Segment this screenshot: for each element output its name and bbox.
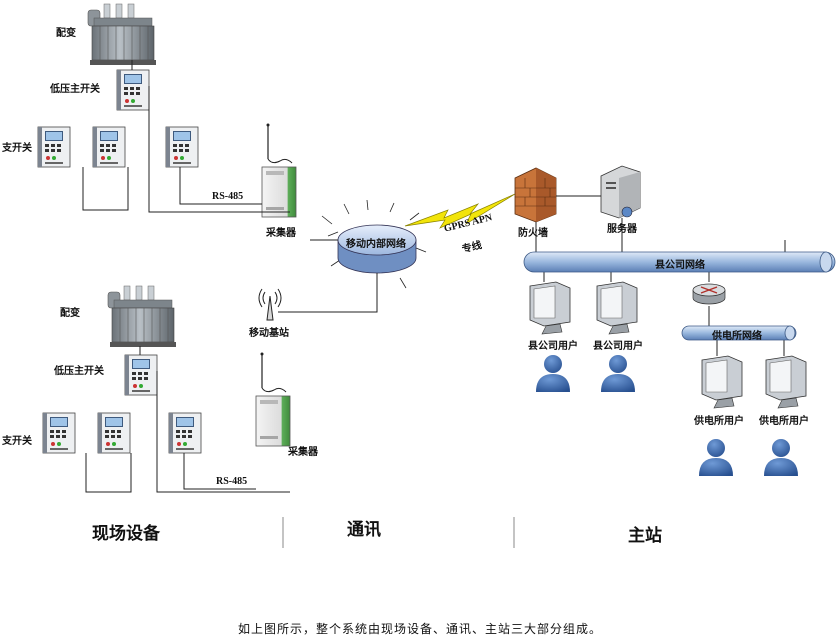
county-network-bus	[523, 251, 836, 273]
top-transformer-label: 配变	[56, 28, 76, 39]
county-user-monitor-1	[529, 281, 571, 335]
supply-user-icon-2	[764, 439, 798, 476]
top-rs485-label: RS-485	[212, 191, 244, 202]
supply-user-monitor-1	[701, 355, 743, 409]
firewall-icon	[514, 167, 557, 223]
supply-network-label: 供电所网络	[712, 331, 762, 342]
supply-user-monitor-2	[765, 355, 807, 409]
supply-user-label-2: 供电所用户	[759, 416, 809, 427]
bottom-collector	[255, 351, 291, 447]
top-branch-switch-2	[92, 126, 126, 168]
supply-network-bus	[681, 325, 797, 341]
mobile-network-label: 移动内部网络	[346, 239, 406, 250]
county-user-monitor-2	[596, 281, 638, 335]
master-wiring	[535, 195, 786, 356]
firewall-label: 防火墙	[518, 228, 548, 239]
bottom-collector-label: 采集器	[288, 447, 318, 458]
bottom-rs485-label: RS-485	[216, 476, 248, 487]
figure-caption: 如上图所示，整个系统由现场设备、通讯、主站三大部分组成。	[237, 622, 602, 636]
bottom-branch-switch-2	[97, 412, 131, 454]
section-field-devices: 现场设备	[92, 524, 160, 544]
top-transformer	[87, 3, 157, 66]
base-station-icon	[258, 288, 282, 321]
bottom-main-switch	[124, 354, 158, 396]
top-collector-label: 采集器	[266, 228, 296, 239]
comm-wiring	[278, 239, 378, 313]
server-icon	[600, 165, 641, 219]
bottom-branch-switch-label: 支开关	[2, 436, 32, 447]
top-main-switch	[116, 69, 150, 111]
supply-user-label-1: 供电所用户	[694, 416, 744, 427]
top-collector	[261, 122, 297, 218]
section-communication: 通讯	[347, 520, 381, 540]
county-user-icon-1	[536, 355, 570, 392]
server-label: 服务器	[607, 224, 637, 235]
router-icon	[692, 283, 726, 305]
county-user-icon-2	[601, 355, 635, 392]
top-branch-switch-3	[165, 126, 199, 168]
section-master-station: 主站	[628, 526, 662, 546]
bottom-transformer-label: 配变	[60, 308, 80, 319]
top-main-switch-label: 低压主开关	[50, 84, 100, 95]
bottom-transformer	[107, 285, 177, 348]
bottom-wiring	[85, 346, 290, 493]
bottom-branch-switch-3	[168, 412, 202, 454]
top-branch-switch-label: 支开关	[2, 143, 32, 154]
county-user-label-1: 县公司用户	[528, 341, 578, 352]
bottom-main-switch-label: 低压主开关	[54, 366, 104, 377]
top-wiring	[82, 60, 290, 213]
mobile-network-cloud	[321, 199, 427, 289]
section-dividers	[282, 517, 515, 548]
base-station-label: 移动基站	[249, 328, 289, 339]
bottom-branch-switch-1	[42, 412, 76, 454]
supply-user-icon-1	[699, 439, 733, 476]
county-user-label-2: 县公司用户	[593, 341, 643, 352]
county-network-label: 县公司网络	[655, 260, 705, 271]
top-branch-switch-1	[37, 126, 71, 168]
